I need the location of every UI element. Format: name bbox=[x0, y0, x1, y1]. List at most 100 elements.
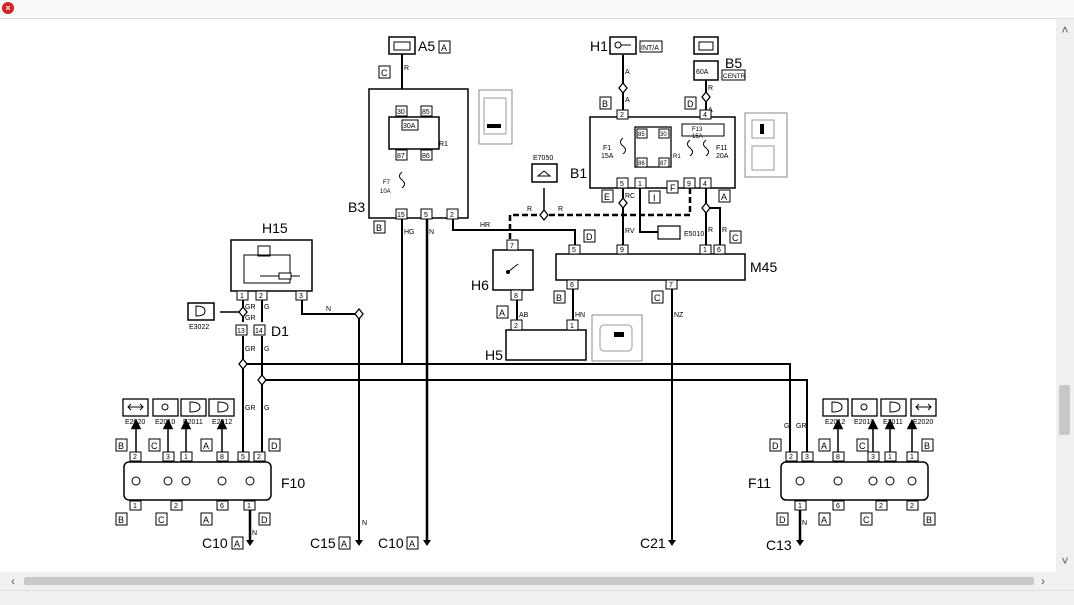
svg-text:8: 8 bbox=[220, 454, 224, 461]
scroll-right-icon[interactable]: › bbox=[1041, 574, 1045, 588]
svg-text:A: A bbox=[821, 441, 827, 451]
e3022-connector[interactable]: E3022 bbox=[187, 302, 215, 331]
svg-text:R: R bbox=[722, 227, 727, 234]
svg-text:G: G bbox=[784, 423, 789, 430]
close-button[interactable]: × bbox=[2, 2, 14, 14]
svg-text:1: 1 bbox=[638, 181, 642, 188]
svg-text:GR: GR bbox=[245, 304, 256, 311]
svg-text:E2012: E2012 bbox=[212, 419, 232, 426]
svg-text:3: 3 bbox=[166, 454, 170, 461]
svg-text:2: 2 bbox=[259, 293, 263, 300]
diagram-canvas[interactable]: A5 A C R 30 85 30A 87 86 R1 F7 10A 15 5 … bbox=[0, 19, 1056, 572]
svg-text:2: 2 bbox=[879, 503, 883, 510]
svg-text:6: 6 bbox=[717, 247, 721, 254]
h1-label: H1 bbox=[590, 38, 608, 54]
h5-location-thumbnail[interactable] bbox=[591, 314, 643, 362]
b3-fuse-box[interactable]: 30 85 30A 87 86 R1 F7 10A 15 5 2 B3 bbox=[348, 88, 469, 220]
scroll-left-icon[interactable]: ‹ bbox=[11, 574, 15, 588]
svg-text:C13: C13 bbox=[766, 537, 792, 553]
b1-label: B1 bbox=[570, 165, 587, 181]
b5-label: B5 bbox=[725, 55, 742, 71]
svg-text:HR: HR bbox=[480, 222, 490, 229]
h5-device[interactable]: 2 1 H5 bbox=[485, 319, 587, 363]
svg-text:85: 85 bbox=[638, 132, 645, 138]
svg-text:D: D bbox=[687, 99, 694, 109]
h6-switch[interactable]: 7 8 H6 bbox=[471, 239, 534, 301]
svg-text:F7: F7 bbox=[383, 180, 391, 186]
svg-text:E: E bbox=[604, 192, 610, 202]
svg-text:2: 2 bbox=[257, 454, 261, 461]
svg-text:6: 6 bbox=[570, 282, 574, 289]
b3-location-thumbnail[interactable] bbox=[478, 89, 513, 145]
svg-text:C: C bbox=[732, 233, 739, 243]
svg-text:30: 30 bbox=[660, 132, 667, 138]
svg-text:N: N bbox=[802, 520, 807, 527]
svg-text:B: B bbox=[118, 441, 124, 451]
wiring-diagram: A5 A C R 30 85 30A 87 86 R1 F7 10A 15 5 … bbox=[115, 36, 937, 553]
svg-text:G: G bbox=[264, 346, 269, 353]
junction-diamonds bbox=[238, 81, 711, 387]
f11-connector-tags: D A C B D A C B bbox=[769, 438, 936, 526]
f11-label: F11 bbox=[748, 475, 771, 491]
h5-label: H5 bbox=[485, 347, 503, 363]
svg-text:10A: 10A bbox=[380, 189, 391, 195]
svg-text:F: F bbox=[670, 183, 676, 193]
d1-label: D1 bbox=[271, 323, 289, 339]
svg-text:GR: GR bbox=[245, 315, 256, 322]
svg-text:9: 9 bbox=[620, 247, 624, 254]
b1-fuse-box[interactable]: 2 4 F1 15A 85 30 86 87 R1 F13 15A F11 20… bbox=[570, 109, 736, 189]
vertical-scrollbar[interactable]: ˄ ˅ bbox=[1056, 19, 1074, 572]
svg-text:D: D bbox=[779, 515, 786, 525]
svg-text:INT/A: INT/A bbox=[641, 45, 659, 52]
h1-ignition-switch[interactable]: H1 INT/A bbox=[590, 36, 663, 55]
f10-connector-tags: B C A D B C A D bbox=[115, 438, 281, 526]
svg-text:7: 7 bbox=[510, 243, 514, 250]
horizontal-scroll-thumb[interactable] bbox=[24, 577, 1034, 585]
svg-text:2: 2 bbox=[620, 112, 624, 119]
svg-text:E2010: E2010 bbox=[854, 419, 874, 426]
svg-text:N: N bbox=[429, 229, 434, 236]
svg-text:N: N bbox=[252, 530, 257, 537]
svg-text:15A: 15A bbox=[692, 134, 703, 140]
svg-text:5: 5 bbox=[424, 212, 428, 219]
svg-text:3: 3 bbox=[299, 293, 303, 300]
svg-text:1: 1 bbox=[910, 454, 914, 461]
m45-label: M45 bbox=[750, 259, 777, 275]
svg-text:1: 1 bbox=[888, 454, 892, 461]
svg-text:NZ: NZ bbox=[674, 312, 684, 319]
horizontal-scrollbar[interactable]: ‹ › bbox=[0, 572, 1056, 590]
f11-headlamp[interactable]: F11 2 3 8 3 1 1 1 6 2 2 bbox=[748, 451, 929, 511]
b5-fuse[interactable]: 60A B5 CENTR bbox=[693, 36, 746, 81]
svg-text:A: A bbox=[499, 308, 505, 318]
svg-text:HG: HG bbox=[404, 229, 415, 236]
vertical-scroll-thumb[interactable] bbox=[1059, 385, 1070, 435]
svg-text:3: 3 bbox=[805, 454, 809, 461]
scrollbar-corner bbox=[1056, 572, 1074, 590]
svg-text:A: A bbox=[409, 539, 415, 549]
d1-connector[interactable]: 13 14 D1 bbox=[235, 323, 289, 339]
svg-text:A: A bbox=[441, 43, 447, 53]
svg-text:R: R bbox=[708, 227, 713, 234]
svg-text:8: 8 bbox=[836, 454, 840, 461]
svg-text:F11: F11 bbox=[716, 145, 728, 152]
svg-text:C10: C10 bbox=[378, 535, 404, 551]
b1-location-thumbnail[interactable] bbox=[744, 112, 788, 178]
h15-device[interactable]: H15 1 2 3 bbox=[230, 220, 313, 301]
svg-text:9: 9 bbox=[687, 181, 691, 188]
f10-headlamp[interactable]: F10 2 3 1 8 5 2 1 2 6 1 bbox=[123, 451, 305, 511]
scroll-up-icon[interactable]: ˄ bbox=[1061, 23, 1069, 37]
svg-text:86: 86 bbox=[638, 161, 645, 167]
svg-text:N: N bbox=[326, 306, 331, 313]
svg-text:E2012: E2012 bbox=[825, 419, 845, 426]
e7050-connector[interactable]: E7050 bbox=[531, 155, 558, 183]
svg-text:D: D bbox=[772, 441, 779, 451]
e5010-connector[interactable]: E5010 bbox=[657, 225, 704, 240]
svg-text:R: R bbox=[527, 206, 532, 213]
svg-text:2: 2 bbox=[514, 323, 518, 330]
svg-text:14: 14 bbox=[255, 328, 263, 335]
m45-module[interactable]: 5 9 1 6 6 7 M45 bbox=[555, 244, 777, 290]
svg-text:1: 1 bbox=[798, 503, 802, 510]
svg-text:87: 87 bbox=[660, 161, 667, 167]
a5-battery[interactable]: A5 A bbox=[388, 36, 451, 55]
scroll-down-icon[interactable]: ˅ bbox=[1061, 554, 1069, 568]
